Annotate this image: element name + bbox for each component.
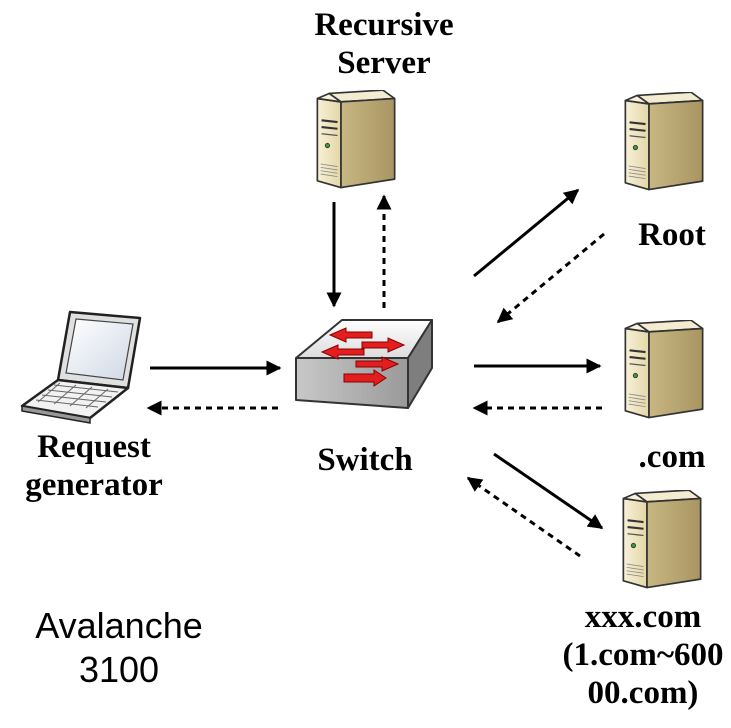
xxx-server-label-line3: 00.com) [587,675,699,711]
xxx-server-icon [622,490,702,589]
recursive-server-label-line2: Server [337,45,431,81]
arrow-switch-to-root [473,188,580,278]
xxx-server-label-line2: (1.com~600 [562,637,724,673]
recursive-server-label-line1: Recursive [314,7,454,43]
xxx-server-label-line1: xxx.com [584,599,702,635]
arrow-root-to-switch [496,232,605,324]
root-label: Root [638,217,706,253]
recursive-server-icon [316,90,396,189]
device-caption: Avalanche 3100 [14,604,224,692]
switch-label: Switch [317,442,413,478]
laptop-icon [20,310,142,424]
request-generator-label: Request generator [4,428,184,504]
request-generator-label-line1: Request [37,429,151,465]
xxx-server-label: xxx.com (1.com~600 00.com) [560,598,726,712]
arrow-xxx-to-switch [466,476,581,558]
device-caption-line2: 3100 [78,649,160,690]
network-switch-icon [295,319,433,409]
request-generator-label-line2: generator [25,467,163,503]
recursive-server-label: Recursive Server [284,6,484,82]
com-server-icon [624,320,704,419]
device-caption-line1: Avalanche [35,605,203,646]
arrow-switch-to-xxx [493,452,604,530]
root-server-icon [624,92,704,191]
com-label: .com [638,439,706,475]
